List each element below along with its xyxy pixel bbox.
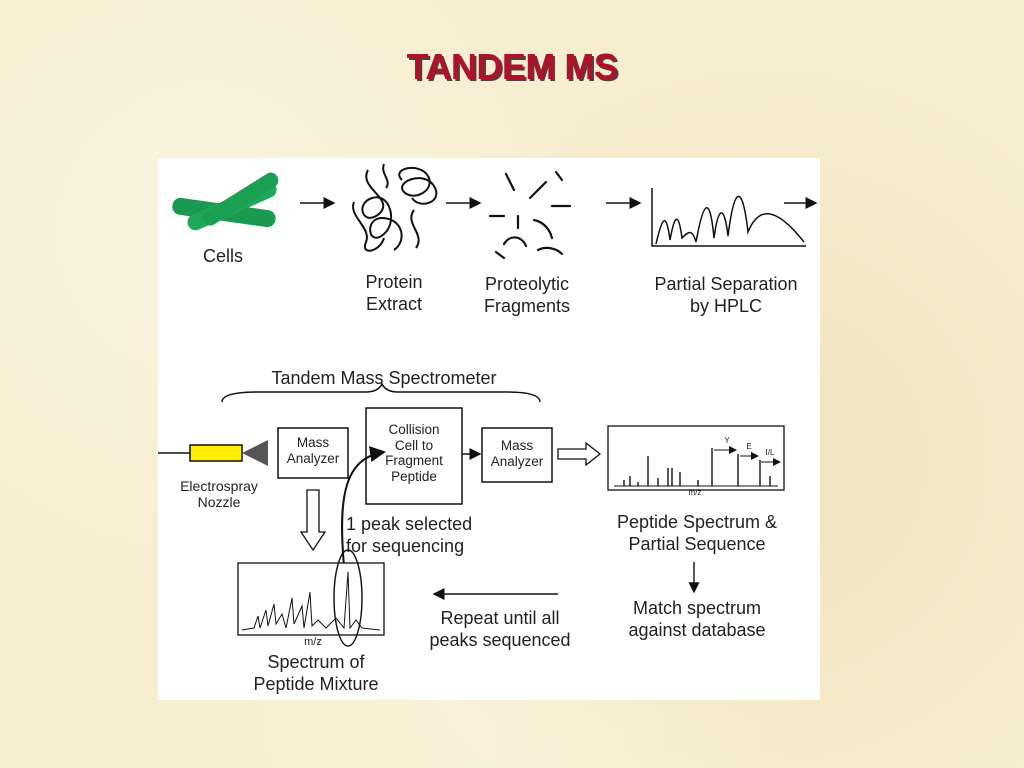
label-tandem-ms: Tandem Mass Spectrometer [271, 368, 497, 388]
label-mz-mixture: m/z [304, 636, 322, 648]
label-cells: Cells [202, 246, 243, 266]
electrospray-nozzle-icon [158, 440, 268, 466]
mass-analyzer-2-box [481, 427, 553, 483]
peptide-mixture-spectrum [237, 549, 385, 647]
mass-analyzer-1-box [277, 427, 349, 479]
tandem-ms-figure: Cells Protein Extract Proteolytic Fragme… [158, 158, 820, 700]
peptide-sequence-spectrum [607, 425, 785, 491]
hollow-arrow-right [557, 441, 602, 467]
label-mass-analyzer-1: Mass Analyzer [286, 435, 340, 466]
label-peak-selected: 1 peak selected for sequencing [346, 514, 473, 556]
slide-title: TANDEM MS [406, 46, 618, 87]
curved-arrow-to-cell [341, 446, 386, 567]
diagram-drawing [158, 163, 818, 647]
seq-letter-il: I/L [765, 448, 775, 457]
label-repeat: Repeat until all peaks sequenced [429, 608, 571, 650]
label-collision-cell: Collision Cell to Fragment Peptide [385, 422, 443, 484]
cells-icon [172, 172, 279, 231]
label-mass-analyzer-2: Mass Analyzer [490, 438, 544, 469]
label-proteolytic-fragments: Proteolytic Fragments [483, 274, 571, 316]
label-match-spectrum: Match spectrum against database [628, 598, 766, 640]
label-protein-extract: Protein Extract [365, 272, 423, 314]
seq-letter-e: E [746, 442, 752, 451]
fragments-icon [488, 170, 572, 260]
label-partial-separation: Partial Separation by HPLC [654, 274, 798, 316]
label-spectrum-mixture: Spectrum of Peptide Mixture [253, 652, 379, 694]
hplc-chromatogram [651, 188, 806, 247]
label-peptide-spectrum: Peptide Spectrum & Partial Sequence [616, 512, 778, 554]
label-mz-sequence: m/z [688, 488, 702, 497]
hollow-arrow-down [299, 489, 327, 552]
seq-letter-y: Y [724, 436, 730, 445]
tandem-brace [221, 382, 541, 403]
protein-extract-icon [352, 163, 438, 252]
label-electrospray: Electrospray Nozzle [180, 478, 258, 511]
